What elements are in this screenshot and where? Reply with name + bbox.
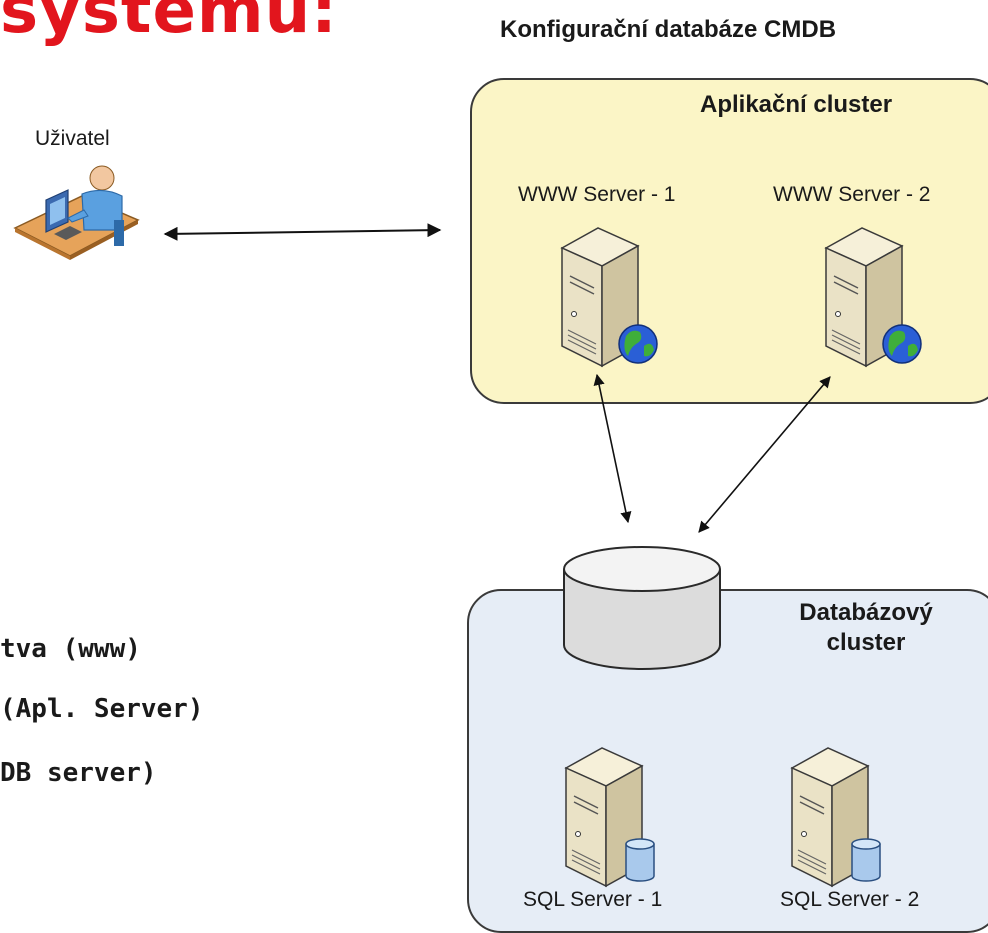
web-server-icon xyxy=(560,227,658,368)
sql-server-icon xyxy=(790,747,881,888)
user-workstation-icon xyxy=(13,165,140,260)
sql-server-1-label: SQL Server - 1 xyxy=(523,888,663,911)
sql-server-icon xyxy=(564,747,655,888)
database-badge-icon xyxy=(625,838,655,882)
database-cluster-box xyxy=(467,589,988,933)
user-label: Uživatel xyxy=(35,127,110,150)
www-server-1-label: WWW Server - 1 xyxy=(518,183,676,206)
bullet-item-2: (Apl. Server) xyxy=(0,694,204,724)
database-cluster-title: Databázový cluster xyxy=(799,599,933,656)
bullet-item-1: tva (www) xyxy=(0,634,141,664)
globe-icon xyxy=(882,324,922,364)
www2-to-db-arrow xyxy=(698,376,831,533)
database-icon xyxy=(563,546,721,670)
slide-title: systému: xyxy=(0,0,338,48)
diagram-title: Konfigurační databáze CMDB xyxy=(500,16,837,43)
application-cluster-title: Aplikační cluster xyxy=(700,91,893,118)
user-to-app-arrow xyxy=(163,223,442,241)
www1-to-db-arrow xyxy=(593,373,632,524)
www-server-2-label: WWW Server - 2 xyxy=(773,183,931,206)
bullet-item-3: DB server) xyxy=(0,758,157,788)
sql-server-2-label: SQL Server - 2 xyxy=(780,888,920,911)
database-badge-icon xyxy=(851,838,881,882)
web-server-icon xyxy=(824,227,922,368)
globe-icon xyxy=(618,324,658,364)
